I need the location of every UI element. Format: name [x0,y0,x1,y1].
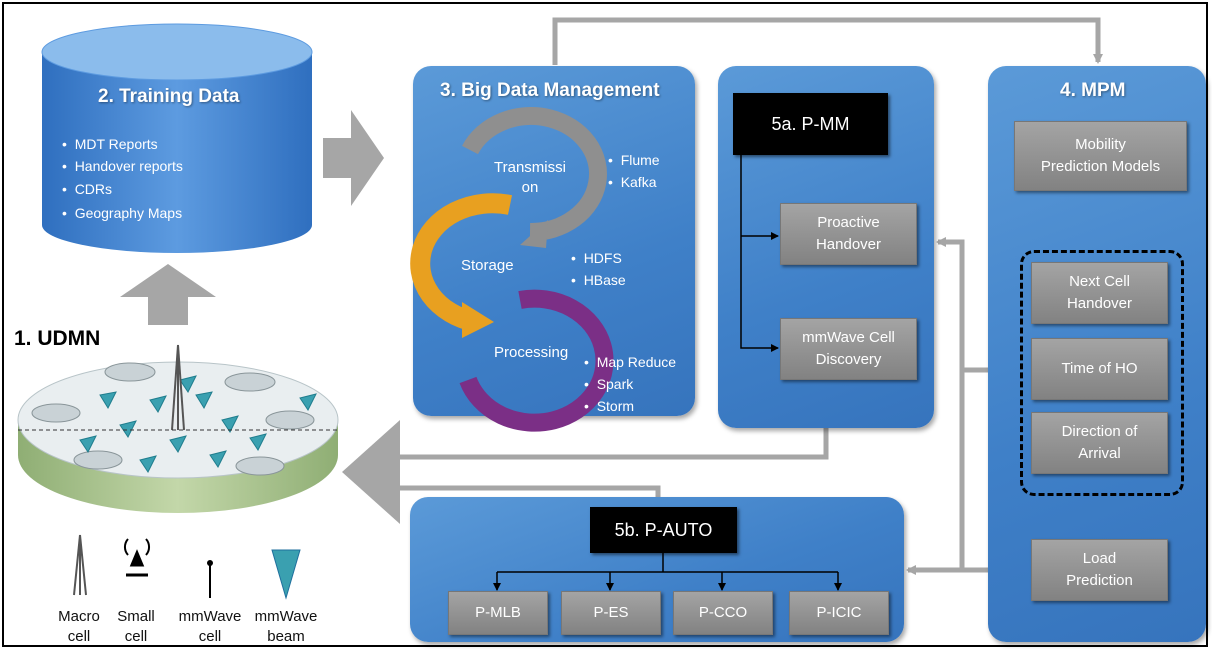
training-item: Geography Maps [62,203,182,223]
processing-arc [459,289,614,432]
udmn-title: 1. UDMN [14,327,101,350]
training-data-title: 2. Training Data [98,86,240,107]
proactive-handover-box: Proactive Handover [780,203,917,265]
load-prediction-box: Load Prediction [1031,539,1168,601]
p-cco-box: P-CCO [673,591,773,635]
p-mlb-box: P-MLB [448,591,548,635]
training-item: Handover reports [62,156,183,176]
next-cell-handover-box: Next Cell Handover [1031,262,1168,324]
mmwave-cell-discovery-box: mmWave Cell Discovery [780,318,917,380]
p-es-box: P-ES [561,591,661,635]
training-item: CDRs [62,179,112,199]
stage-transmission: Transmissi on [494,159,566,196]
tool-item: Spark [584,374,633,394]
tool-item: Flume [608,150,660,170]
p-mm-title: 5a. P-MM [733,93,888,155]
tool-item: HDFS [571,248,622,268]
small-cell-icon [124,538,150,577]
mobility-prediction-models-box: Mobility Prediction Models [1014,121,1187,191]
feedback-to-udmn-arrow [342,420,400,524]
direction-of-arrival-box: Direction of Arrival [1031,412,1168,474]
storage-arc [410,193,513,332]
legend-macro-cell: Macro cell [58,608,100,645]
training-item: MDT Reports [62,134,158,154]
p-auto-title: 5b. P-AUTO [590,507,737,553]
tool-item: Kafka [608,172,657,192]
tool-item: HBase [571,270,626,290]
stage-processing: Processing [494,344,569,361]
bdm-to-mpm-connector [552,17,1103,65]
legend-mmwave-cell: mmWave cell [178,608,242,645]
bdm-title: 3. Big Data Management [440,80,660,101]
mmwave-beam-icon [271,549,301,600]
legend-small-cell: Small cell [117,608,155,645]
legend-mmwave-beam: mmWave beam [254,608,318,645]
transmission-arc [462,107,607,242]
macro-cell-icon [73,534,87,596]
time-of-ho-box: Time of HO [1031,338,1168,400]
mpm-title: 4. MPM [1060,80,1126,101]
udmn-to-training-arrow [120,264,216,325]
pmm-to-udmn-connector [400,428,829,460]
p-icic-box: P-ICIC [789,591,889,635]
tool-item: Map Reduce [584,352,676,372]
predictions-group [1020,250,1184,496]
pauto-to-udmn-connector [400,485,661,497]
stage-storage: Storage [461,257,514,274]
training-to-bdm-arrow [323,110,384,206]
tool-item: Storm [584,396,634,416]
mmwave-cell-icon [207,560,213,598]
